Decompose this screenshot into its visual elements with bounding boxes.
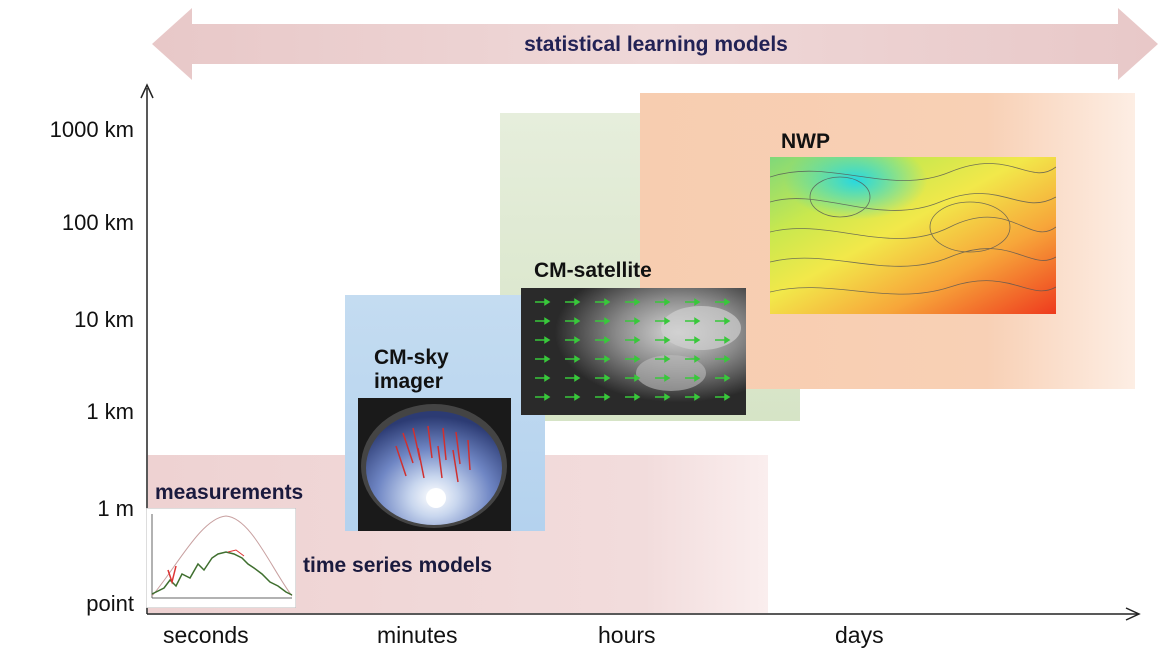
motion-vector-arrowhead [724,336,731,344]
motion-vector-arrowhead [634,393,641,401]
motion-vector-arrowhead [574,317,581,325]
motion-vector-arrowhead [604,374,611,382]
measurements-label: measurements [155,481,304,504]
motion-vector-arrowhead [544,298,551,306]
motion-vector-arrowhead [634,298,641,306]
y-tick-1km: 1 km [86,399,134,424]
motion-vector-arrowhead [724,393,731,401]
nwp-map-image [770,157,1056,314]
motion-vector-arrowhead [604,393,611,401]
motion-vector-arrowhead [694,355,701,363]
motion-vector-arrowhead [634,355,641,363]
motion-vector-arrowhead [634,336,641,344]
x-tick-minutes: minutes [377,622,458,648]
motion-vector-arrowhead [694,374,701,382]
motion-vector-arrowhead [574,336,581,344]
motion-vector-arrowhead [574,374,581,382]
banner-arrow [152,8,1158,80]
motion-vector-arrowhead [724,298,731,306]
y-tick-10km: 10 km [74,307,134,332]
x-tick-hours: hours [598,622,656,648]
motion-vector-arrowhead [544,393,551,401]
motion-vector-arrowhead [574,393,581,401]
motion-vector-arrowhead [604,355,611,363]
motion-vector-arrowhead [664,317,671,325]
banner-label: statistical learning models [524,33,788,56]
motion-vector-arrowhead [694,336,701,344]
y-tick-100km: 100 km [61,210,134,235]
motion-vector-arrowhead [544,374,551,382]
motion-vector-arrowhead [574,355,581,363]
motion-vector-arrowhead [664,355,671,363]
y-tick-point: point [86,591,134,616]
motion-vector-arrowhead [664,336,671,344]
motion-vector-arrowhead [724,374,731,382]
time-series-label: time series models [303,554,493,577]
sky-imager-image [358,398,511,531]
motion-vector-arrowhead [724,355,731,363]
motion-vector-arrowhead [694,317,701,325]
y-tick-1000km: 1000 km [49,117,134,142]
x-tick-days: days [835,622,884,648]
satellite-image [521,288,746,415]
motion-vector-arrowhead [694,298,701,306]
satellite-label: CM-satellite [534,259,652,282]
motion-vector-arrowhead [544,355,551,363]
motion-vector-arrowhead [604,298,611,306]
motion-vector-arrowhead [694,393,701,401]
nwp-label: NWP [781,130,830,153]
sky-imager-label: CM-sky imager [374,346,449,393]
motion-vector-arrowhead [664,298,671,306]
motion-vector-arrowhead [724,317,731,325]
x-tick-seconds: seconds [163,622,249,648]
motion-vector-arrowhead [574,298,581,306]
measurement-plot-image [146,508,296,608]
motion-vector-arrowhead [634,317,641,325]
y-tick-1m: 1 m [97,496,134,521]
motion-vector-arrowhead [634,374,641,382]
motion-vector-arrowhead [604,336,611,344]
motion-vector-arrowhead [544,336,551,344]
motion-vector-arrowhead [604,317,611,325]
motion-vector-arrowhead [544,317,551,325]
motion-vector-arrowhead [664,374,671,382]
motion-vector-arrowhead [664,393,671,401]
